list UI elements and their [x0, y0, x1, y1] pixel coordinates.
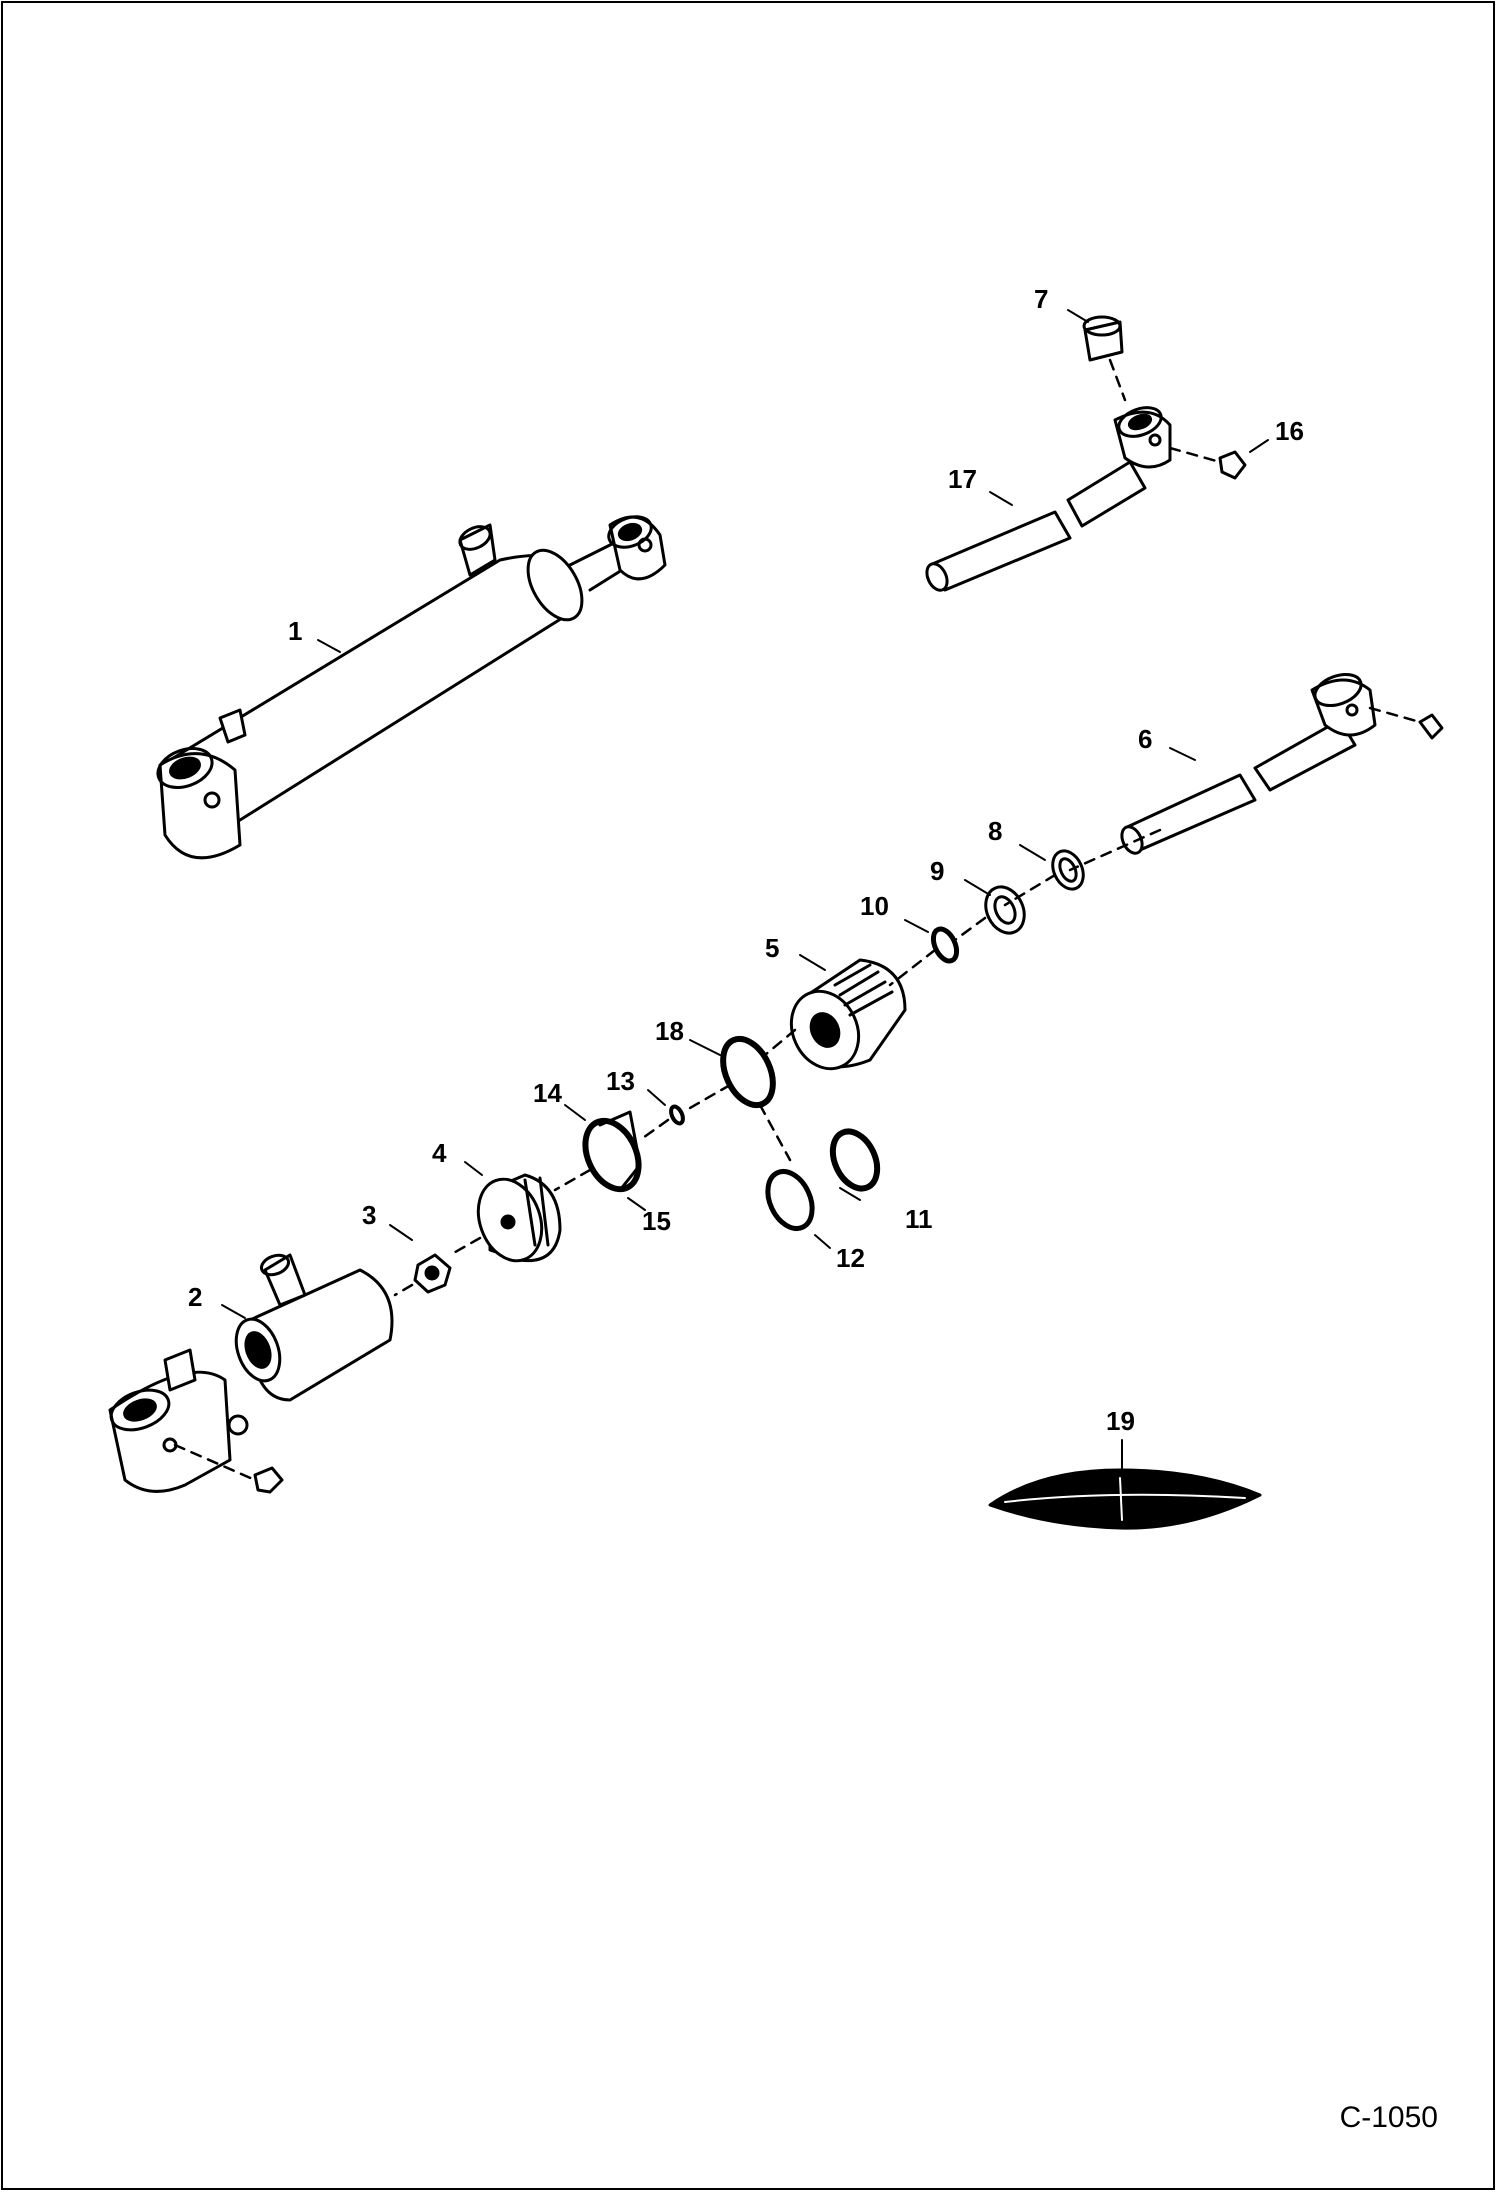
callout-15: 15	[642, 1206, 671, 1236]
callout-18: 18	[655, 1016, 684, 1046]
part-8-ring	[1051, 849, 1085, 891]
callout-10: 10	[860, 891, 889, 921]
assembly-centerlines	[173, 358, 1422, 1482]
part-16-grease-fitting	[1218, 450, 1247, 480]
part-1-cylinder-assembly	[156, 515, 667, 860]
figure-code: C-1050	[1339, 2101, 1438, 2134]
part-9-seal	[984, 885, 1026, 935]
callout-14: 14	[533, 1078, 562, 1108]
part-13-o-ring	[669, 1104, 685, 1126]
part-14-15-piston-seal	[582, 1110, 642, 1193]
part-5-head	[789, 958, 907, 1071]
part-17-rod	[925, 406, 1172, 592]
callout-1: 1	[288, 616, 303, 646]
part-2-barrel	[108, 1253, 394, 1493]
callout-17: 17	[948, 464, 977, 494]
callout-6: 6	[1138, 724, 1153, 754]
part-3-nut	[413, 1253, 452, 1294]
callout-5: 5	[765, 933, 780, 963]
callout-19: 19	[1106, 1406, 1135, 1436]
part-11-backup-ring	[829, 1128, 881, 1192]
part-19-seal-kit	[988, 1468, 1262, 1530]
callout-3: 3	[362, 1200, 377, 1230]
part-2-fitting	[253, 1466, 284, 1494]
callout-4: 4	[432, 1138, 447, 1168]
part-18-ring	[720, 1035, 776, 1109]
part-4-piston	[476, 1173, 562, 1263]
part-6-rod	[1120, 672, 1444, 855]
part-7-wiper	[1082, 315, 1124, 362]
part-12-o-ring	[765, 1169, 815, 1231]
callout-9: 9	[930, 856, 945, 886]
callout-8: 8	[988, 816, 1003, 846]
callout-13: 13	[606, 1066, 635, 1096]
callout-16: 16	[1275, 416, 1304, 446]
callout-7: 7	[1034, 284, 1049, 314]
callout-12: 12	[836, 1243, 865, 1273]
callout-2: 2	[188, 1282, 203, 1312]
leader-lines	[221, 309, 1269, 1469]
part-10-o-ring	[930, 926, 960, 964]
callout-11: 11	[905, 1204, 933, 1234]
